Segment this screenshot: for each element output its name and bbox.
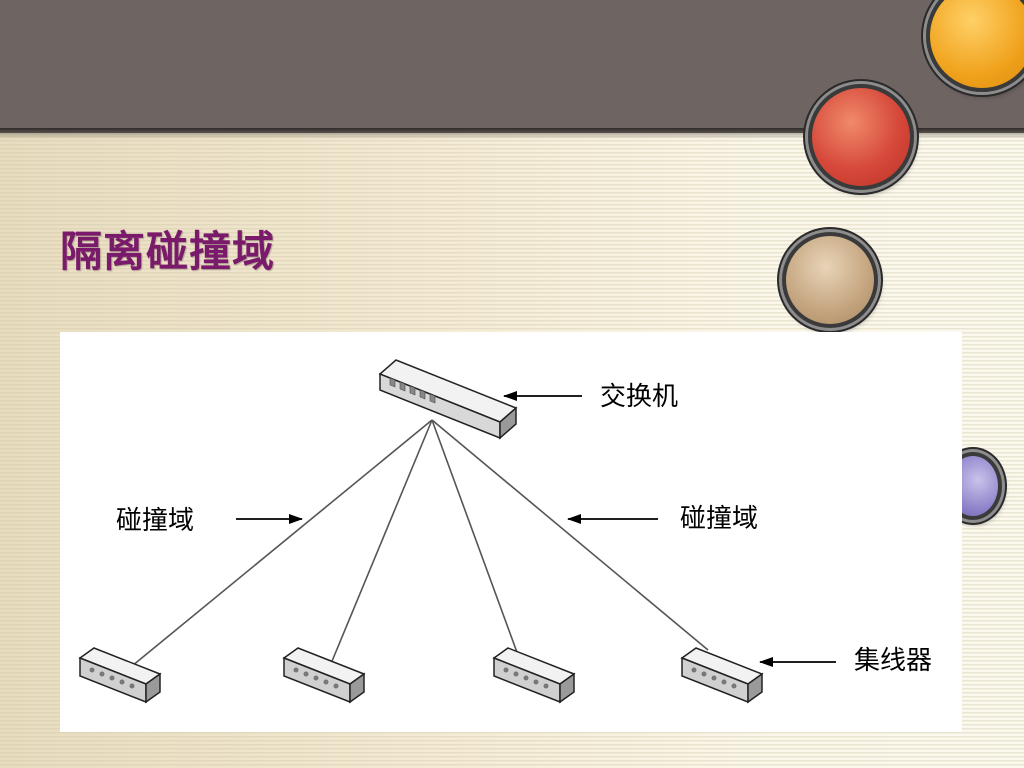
label-collision-domain-left: 碰撞域 [116, 506, 195, 536]
hub-device-3 [492, 647, 576, 704]
header-divider [0, 128, 1024, 133]
connection-lines [131, 419, 709, 667]
diagram-canvas [78, 359, 836, 704]
link-hub-2 [329, 419, 433, 667]
decor-circle-tan [782, 232, 878, 328]
pointer-arrows [236, 391, 836, 667]
link-hub-1 [131, 419, 433, 667]
decor-circle-red [808, 84, 914, 190]
header-shadow [0, 133, 1024, 139]
hub-device-1 [78, 647, 162, 704]
label-hub: 集线器 [854, 646, 933, 676]
link-hub-3 [431, 419, 523, 667]
network-diagram: 交换机 碰撞域 碰撞域 集线器 [60, 332, 962, 732]
slide-title: 隔离碰撞域 [60, 227, 276, 276]
switch-device [378, 359, 518, 440]
label-switch: 交换机 [600, 382, 679, 412]
link-hub-4 [431, 419, 709, 651]
label-collision-domain-right: 碰撞域 [680, 504, 759, 534]
hub-device-2 [282, 647, 366, 704]
hub-device-4 [680, 647, 764, 704]
